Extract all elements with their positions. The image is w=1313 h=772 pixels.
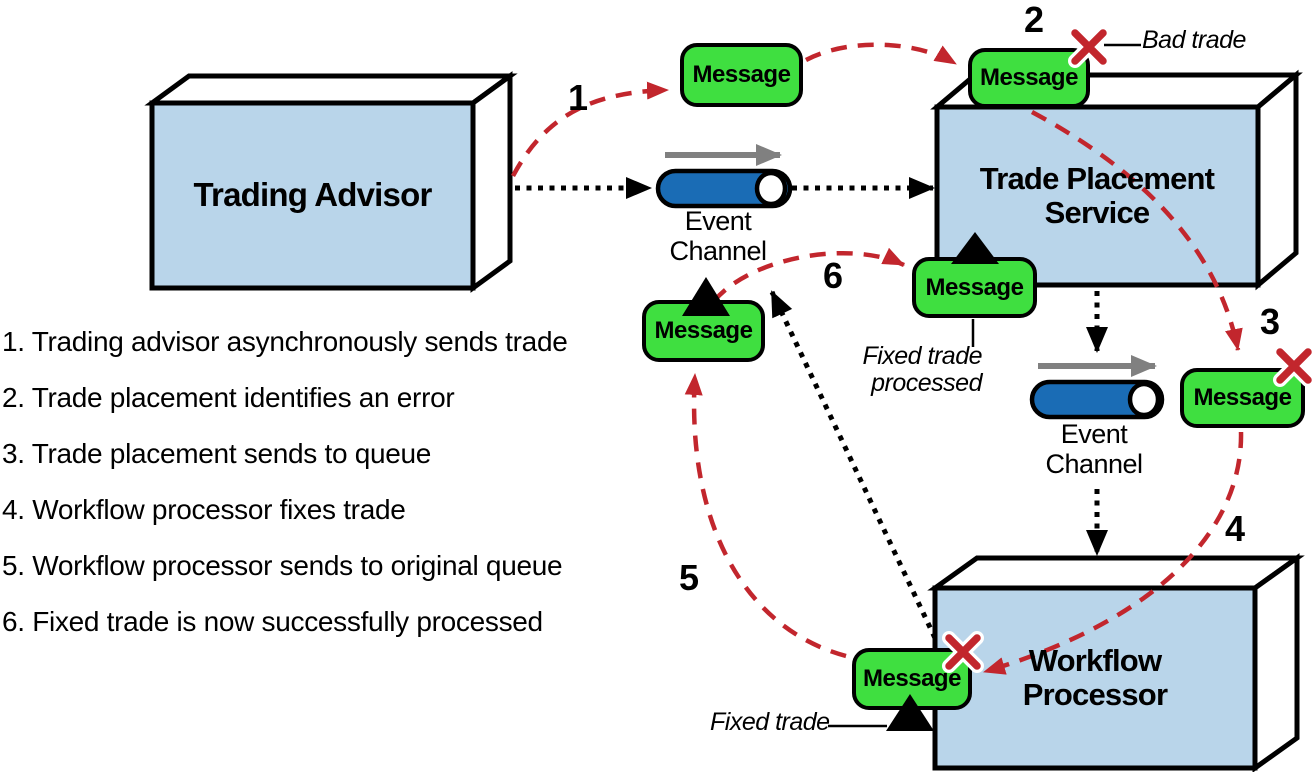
message-box-6-original-queue: Message [642, 300, 765, 362]
message-box-4-fixed-processed: Message [912, 257, 1037, 318]
event-channel-1-cylinder [655, 168, 793, 209]
red-arrow-step4 [983, 431, 1244, 675]
step-legend-item-2: 2. Trade placement identifies an error [2, 382, 455, 413]
step-marker-5: 5 [678, 557, 700, 598]
step-legend: 1. Trading advisor asynchronously sends … [2, 322, 568, 658]
workflow-processor-label: Workflow Processor [1022, 642, 1168, 712]
step-legend-item-6: 6. Fixed trade is now successfully proce… [2, 606, 543, 637]
event-channel-2-cylinder [1029, 379, 1165, 420]
channel2-pipe [1029, 379, 1165, 420]
event-channel-2-label: Event Channel [1045, 419, 1143, 479]
fixed-trade-processed-annotation: Fixed trade processed [862, 342, 982, 397]
step-marker-4: 4 [1224, 508, 1246, 549]
red-arrow-step5 [684, 373, 847, 659]
red-arrow-step3 [1030, 110, 1243, 351]
red-arrow-step1 [511, 81, 669, 178]
step-marker-2: 2 [1023, 0, 1045, 40]
channel1-pipe-end [754, 170, 788, 207]
workflow-processor-box [927, 553, 1305, 772]
trading-advisor-front-face [149, 100, 476, 291]
step-marker-3: 3 [1259, 301, 1281, 342]
workflow-processor-front-face [932, 585, 1258, 771]
message-box-1: Message [680, 43, 803, 107]
step-marker-1: 1 [567, 77, 589, 118]
step-legend-item-5: 5. Workflow processor sends to original … [2, 550, 563, 581]
trading-advisor-label: Trading Advisor [193, 176, 433, 214]
fixed-trade-annotation: Fixed trade [710, 708, 830, 736]
step-legend-item-1: 1. Trading advisor asynchronously sends … [2, 326, 568, 357]
trade-placement-label: Trade Placement Service [979, 160, 1215, 230]
message-box-5-workflow: Message [852, 648, 972, 710]
trading-advisor-box [144, 71, 518, 293]
step-marker-6: 6 [822, 255, 844, 296]
step-legend-item-4: 4. Workflow processor fixes trade [2, 494, 406, 525]
message-box-2-bad-trade: Message [968, 48, 1090, 108]
red-arrow-step2 [804, 42, 958, 66]
channel2-pipe-end [1127, 381, 1161, 418]
event-channel-1-label: Event Channel [669, 206, 767, 266]
step-legend-item-3: 3. Trade placement sends to queue [2, 438, 432, 469]
bad-trade-annotation: Bad trade [1142, 26, 1246, 54]
message-box-3-error-queue: Message [1180, 368, 1305, 428]
